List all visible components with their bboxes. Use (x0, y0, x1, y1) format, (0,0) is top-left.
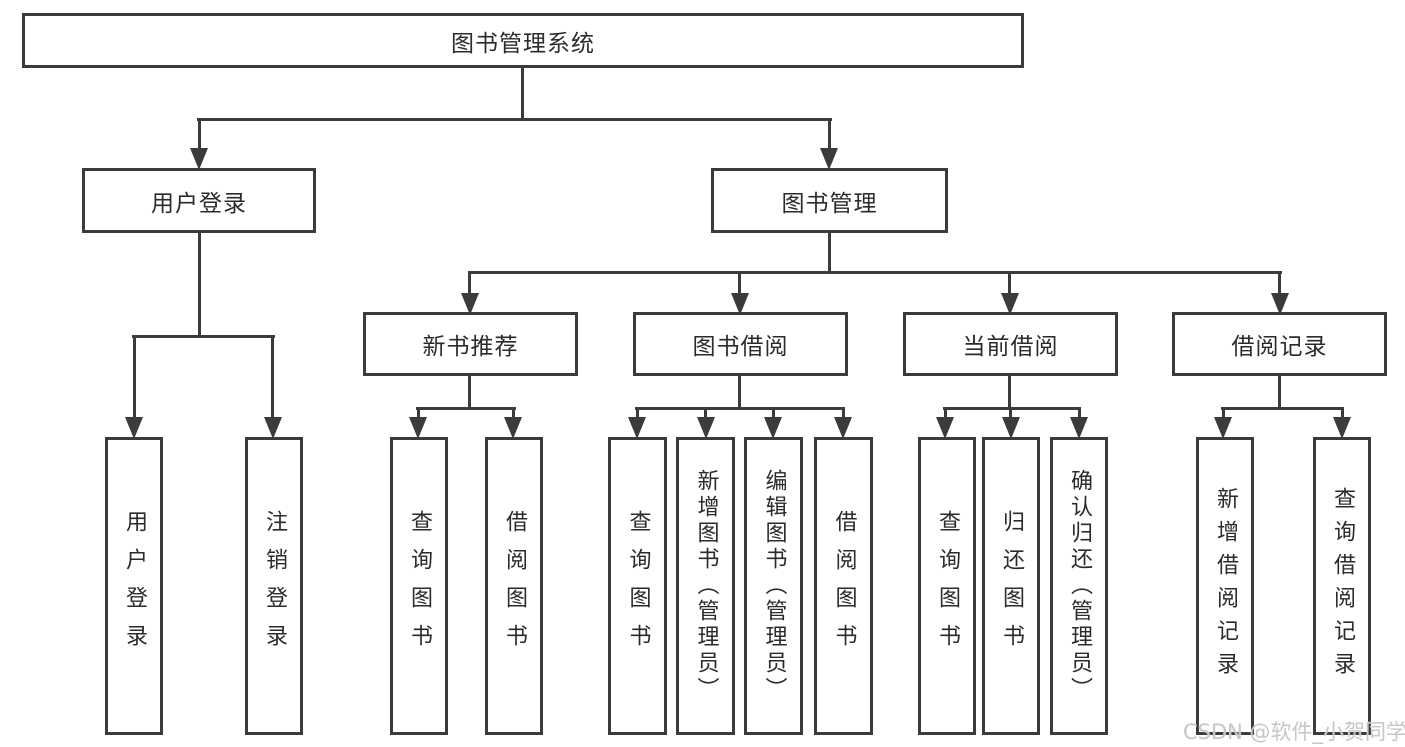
connector-drop (271, 335, 274, 419)
connector-drop (1341, 407, 1344, 419)
connector-drop (1009, 407, 1012, 419)
connector-root-stem (521, 68, 524, 121)
leaf-borrow-books-recommend: 借阅图书 (485, 437, 543, 735)
connector-stem (468, 376, 471, 410)
connector-stem (738, 376, 741, 410)
arrowhead-icon (834, 417, 852, 439)
arrowhead-icon (264, 417, 282, 439)
arrowhead-icon (697, 417, 715, 439)
connector-drop (1222, 407, 1225, 419)
leaf-user-login: 用户登录 (105, 437, 163, 735)
node-library-management-system: 图书管理系统 (22, 13, 1024, 68)
connector-drop (468, 271, 471, 295)
connector-bus (416, 407, 516, 410)
node-borrowing-records: 借阅记录 (1172, 312, 1387, 376)
connector-drop (1278, 271, 1281, 295)
leaf-logout: 注销登录 (245, 437, 303, 735)
connector-level2-bus (197, 118, 832, 121)
connector-bus (943, 407, 1081, 410)
leaf-query-books-borrowing: 查询图书 (608, 437, 667, 735)
arrowhead-icon (125, 417, 143, 439)
connector-drop (417, 407, 420, 419)
node-new-book-recommend: 新书推荐 (363, 312, 578, 376)
connector-drop (512, 407, 515, 419)
connector-user-login-drop (198, 118, 201, 150)
connector-stem (1278, 376, 1281, 410)
arrowhead-icon (461, 293, 479, 315)
node-user-login: 用户登录 (82, 168, 316, 233)
arrowhead-icon (820, 148, 838, 170)
arrowhead-icon (1333, 417, 1351, 439)
connector-drop (944, 407, 947, 419)
connector-bus (635, 407, 845, 410)
leaf-query-books-current: 查询图书 (918, 437, 976, 735)
leaf-return-books: 归还图书 (982, 437, 1040, 735)
arrowhead-icon (1070, 417, 1088, 439)
connector-user-login-stem (198, 233, 201, 337)
node-book-management: 图书管理 (711, 168, 948, 233)
leaf-query-books-recommend: 查询图书 (390, 437, 448, 735)
connector-book-mgmt-stem (828, 233, 831, 274)
connector-book-mgmt-drop (828, 118, 831, 150)
leaf-add-borrow-record: 新增借阅记录 (1196, 437, 1254, 735)
connector-drop (772, 407, 775, 419)
csdn-watermark: CSDN @软件_小贺同学 (1183, 720, 1405, 744)
arrowhead-icon (409, 417, 427, 439)
arrowhead-icon (1214, 417, 1232, 439)
connector-drop (1008, 271, 1011, 295)
connector-drop (842, 407, 845, 419)
connector-stem (1008, 376, 1011, 410)
connector-drop (636, 407, 639, 419)
arrowhead-icon (764, 417, 782, 439)
connector-drop (1078, 407, 1081, 419)
arrowhead-icon (190, 148, 208, 170)
arrowhead-icon (1001, 293, 1019, 315)
connector-drop (738, 271, 741, 295)
arrowhead-icon (628, 417, 646, 439)
leaf-confirm-return-admin: 确认归还（管理员） (1050, 437, 1108, 735)
arrowhead-icon (504, 417, 522, 439)
connector-user-login-bus (132, 335, 275, 338)
leaf-borrow-books: 借阅图书 (814, 437, 873, 735)
connector-bus (1221, 407, 1344, 410)
arrowhead-icon (1271, 293, 1289, 315)
arrowhead-icon (1002, 417, 1020, 439)
leaf-edit-book-admin: 编辑图书（管理员） (744, 437, 803, 735)
arrowhead-icon (731, 293, 749, 315)
leaf-query-borrow-record: 查询借阅记录 (1313, 437, 1371, 735)
connector-level3-bus (468, 271, 1282, 274)
arrowhead-icon (936, 417, 954, 439)
connector-drop (704, 407, 707, 419)
leaf-add-book-admin: 新增图书（管理员） (676, 437, 735, 735)
connector-drop (133, 335, 136, 419)
node-book-borrowing: 图书借阅 (633, 312, 848, 376)
node-current-borrowing: 当前借阅 (903, 312, 1118, 376)
